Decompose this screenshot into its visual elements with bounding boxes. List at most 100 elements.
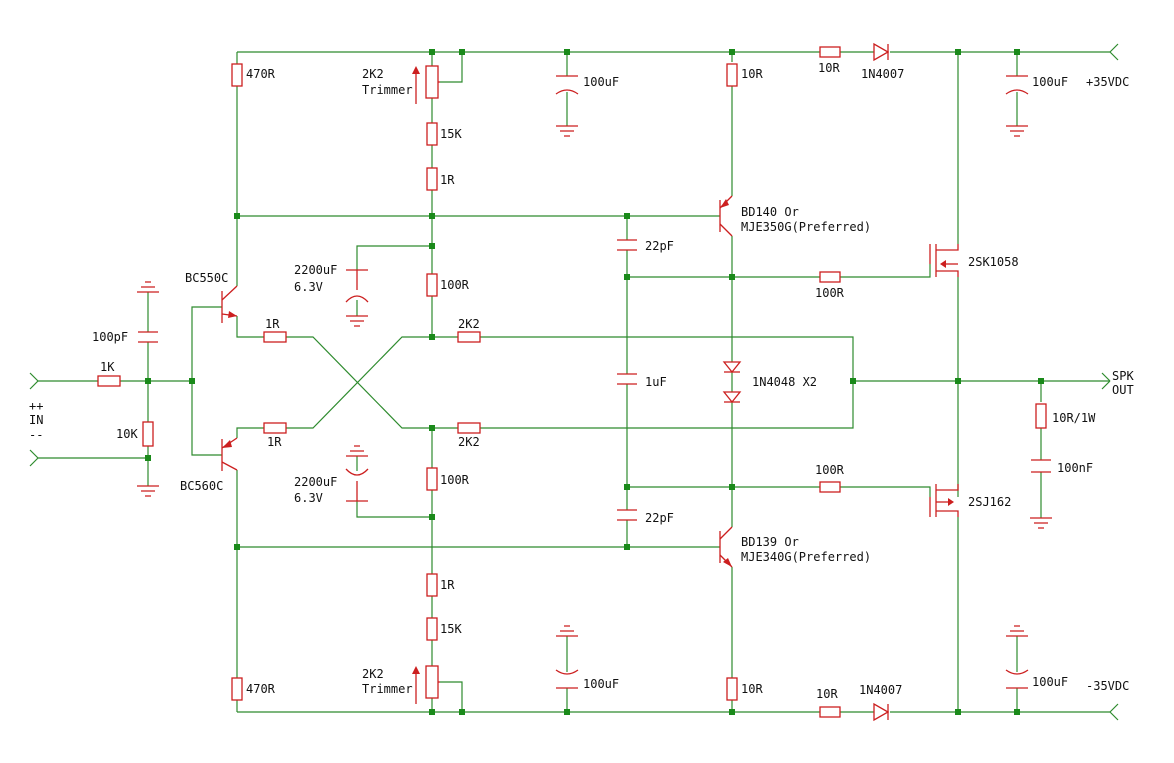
capacitor-22pf-top [617, 239, 637, 251]
label-10r-top: 10R [741, 67, 763, 81]
resistor-100r-gate-top [819, 271, 841, 283]
capacitor-100nf [1031, 459, 1051, 473]
resistor-2k2-top [457, 331, 481, 343]
resistor-1r-emitter-top [263, 331, 287, 343]
junctions [145, 49, 1044, 715]
label-100uf-bottom-right: 100uF [1032, 675, 1068, 689]
label-trimmer-top-value: 2K2 [362, 67, 384, 81]
label-1r-bottom: 1R [440, 578, 455, 592]
label-470r-top: 470R [246, 67, 276, 81]
transistor-bd139 [719, 526, 733, 568]
resistor-10r-1w [1035, 403, 1047, 429]
label-1uf: 1uF [645, 375, 667, 389]
label-bd139-a: BD139 Or [741, 535, 799, 549]
resistor-10r-bottom [726, 677, 738, 701]
label-bd140-a: BD140 Or [741, 205, 799, 219]
ground-symbols [137, 125, 1052, 637]
capacitor-22pf-bottom [617, 509, 637, 521]
label-100r-gate-bottom: 100R [815, 463, 845, 477]
label-2200uf-bottom-a: 2200uF [294, 475, 337, 489]
resistor-10r-supply-top [819, 46, 841, 58]
label-spk: SPK [1112, 369, 1134, 383]
resistor-10k-input [142, 421, 154, 447]
diode-1n4048-pair [722, 361, 742, 404]
transistor-bd140 [719, 195, 733, 237]
label-100r-gate-top: 100R [815, 286, 845, 300]
label-2200uf-bottom-b: 6.3V [294, 491, 323, 505]
label-10r-1w: 10R/1W [1052, 411, 1096, 425]
capacitor-100pf [138, 331, 158, 343]
label-2k2-bottom: 2K2 [458, 435, 480, 449]
label-100r-top: 100R [440, 278, 470, 292]
label-100uf-top-right: 100uF [1032, 75, 1068, 89]
capacitor-2200uf-bottom [345, 468, 369, 502]
diode-1n4007-bottom [873, 702, 890, 722]
label-100uf-top-mid: 100uF [583, 75, 619, 89]
capacitor-100uf-top-right [1005, 75, 1029, 95]
label-22pf-top: 22pF [645, 239, 674, 253]
label-2sk1058: 2SK1058 [968, 255, 1019, 269]
label-out: OUT [1112, 383, 1134, 397]
resistor-100r-gate-bottom [819, 481, 841, 493]
capacitor-2200uf-top [345, 269, 369, 303]
label-100nf: 100nF [1057, 461, 1093, 475]
label-bc560c: BC560C [180, 479, 223, 493]
label-100r-bottom: 100R [440, 473, 470, 487]
label-2200uf-top-a: 2200uF [294, 263, 337, 277]
diode-1n4007-top [873, 42, 890, 62]
label-15k-bottom: 15K [440, 622, 462, 636]
label-100pf: 100pF [92, 330, 128, 344]
wires [38, 51, 1110, 713]
resistor-1r-bottom [426, 573, 438, 597]
resistor-10r-top [726, 63, 738, 87]
label-2k2-top: 2K2 [458, 317, 480, 331]
label-1r-emitter-top: 1R [265, 317, 280, 331]
resistor-1k-input [97, 375, 121, 387]
label-1n4007-top: 1N4007 [861, 67, 904, 81]
label-bd139-b: MJE340G(Preferred) [741, 550, 871, 564]
resistor-15k-top [426, 122, 438, 146]
label-supply-positive: +35VDC [1086, 75, 1129, 89]
label-470r-bottom: 470R [246, 682, 276, 696]
label-15k-top: 15K [440, 127, 462, 141]
terminals [29, 43, 1119, 721]
label-1r-top: 1R [440, 173, 455, 187]
capacitor-1uf [617, 373, 637, 385]
resistor-1r-emitter-bottom [263, 422, 287, 434]
resistor-1r-top [426, 167, 438, 191]
label-trimmer-top-name: Trimmer [362, 83, 413, 97]
label-input: IN [29, 413, 43, 427]
label-trimmer-bottom-value: 2K2 [362, 667, 384, 681]
labels: 470R 2K2 Trimmer 100uF 10R 10R 1N4007 10… [29, 61, 1134, 701]
resistor-100r-top [426, 273, 438, 297]
label-1r-emitter-bottom: 1R [267, 435, 282, 449]
label-2sj162: 2SJ162 [968, 495, 1011, 509]
label-supply-negative: -35VDC [1086, 679, 1129, 693]
label-input-negative: -- [29, 428, 43, 442]
capacitor-100uf-bottom-mid [555, 669, 579, 689]
label-10r-bottom: 10R [741, 682, 763, 696]
label-10r-supply-top: 10R [818, 61, 840, 75]
label-trimmer-bottom-name: Trimmer [362, 682, 413, 696]
capacitor-100uf-bottom-right [1005, 669, 1029, 689]
label-2200uf-top-b: 6.3V [294, 280, 323, 294]
resistor-2k2-bottom [457, 422, 481, 434]
resistor-100r-bottom [426, 467, 438, 491]
transistor-bc550c [221, 285, 238, 323]
label-input-positive: ++ [29, 399, 43, 413]
label-1n4048: 1N4048 X2 [752, 375, 817, 389]
resistor-470r-top [231, 63, 243, 87]
resistor-470r-bottom [231, 677, 243, 701]
label-bc550c: BC550C [185, 271, 228, 285]
trimmer-2k2-top [412, 65, 440, 104]
transistor-bc560c [221, 437, 238, 471]
components [29, 42, 1119, 722]
resistor-10r-supply-bottom [819, 706, 841, 718]
label-1n4007-bottom: 1N4007 [859, 683, 902, 697]
trimmer-2k2-bottom [412, 665, 440, 704]
label-22pf-bottom: 22pF [645, 511, 674, 525]
mosfet-2sj162 [929, 484, 959, 517]
label-100uf-bottom-mid: 100uF [583, 677, 619, 691]
label-1k-input: 1K [100, 360, 115, 374]
